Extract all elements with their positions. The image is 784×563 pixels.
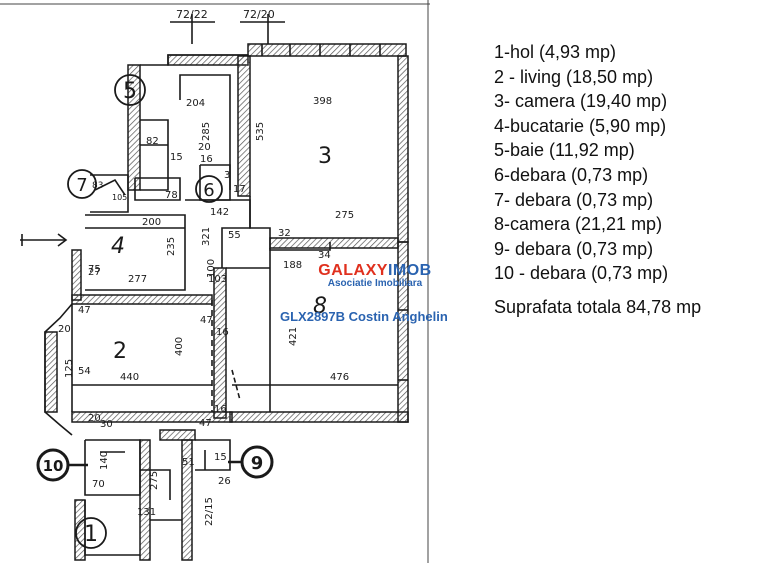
dim-30: 30 <box>100 419 113 430</box>
dim-535: 535 <box>255 122 266 141</box>
room-number-6: 6 <box>203 180 214 201</box>
dim-398: 398 <box>313 96 332 107</box>
legend-item: 9- debara (0,73 mp) <box>494 238 654 259</box>
dim-51: 51 <box>182 457 195 468</box>
dim-140: 140 <box>99 451 110 470</box>
dim-100: 100 <box>206 259 217 278</box>
dim-54: 54 <box>78 366 91 377</box>
dim-16: 16 <box>200 154 213 165</box>
total-area: Suprafata totala 84,78 mp <box>494 297 702 317</box>
room-number-10: 10 <box>43 457 64 475</box>
dim-321: 321 <box>201 227 212 246</box>
dim-131: 131 <box>137 507 156 518</box>
room-number-7: 7 <box>76 175 87 196</box>
dim-55: 55 <box>228 230 241 241</box>
legend-item: 6-debara (0,73 mp) <box>494 164 649 185</box>
room-markers <box>36 74 274 549</box>
dim-275: 275 <box>335 210 354 221</box>
dim-476: 476 <box>330 372 349 383</box>
scan-frame <box>0 0 430 563</box>
room-number-5: 5 <box>123 79 137 104</box>
room-marker-1 <box>75 517 107 549</box>
room-marker-5 <box>114 74 146 106</box>
room-number-2: 2 <box>113 339 127 364</box>
dim-26: 26 <box>218 476 231 487</box>
dim-440: 440 <box>120 372 139 383</box>
room-number-9: 9 <box>251 453 264 474</box>
dim-78: 78 <box>165 190 178 201</box>
watermark: GALAXYIMOB Asociatie Imobiliara <box>250 262 500 289</box>
watermark-logo: GALAXYIMOB <box>250 262 500 280</box>
dim-204: 204 <box>186 98 205 109</box>
dim-20c: 20 <box>88 413 101 424</box>
room-marker-7 <box>67 169 97 199</box>
dim-16b: 16 <box>216 327 229 338</box>
dim-32: 32 <box>278 228 291 239</box>
dim-277: 277 <box>128 274 147 285</box>
room-number-1: 1 <box>84 522 98 547</box>
watermark-logo-part2: IMOB <box>387 262 432 279</box>
dim-20b: 20 <box>58 324 71 335</box>
dim-20: 20 <box>198 142 211 153</box>
plan-lines <box>20 14 408 556</box>
dim-421: 421 <box>288 327 299 346</box>
watermark-reference: GLX2897B Costin Anghelin <box>280 309 448 324</box>
dim-16c: 16 <box>214 404 227 415</box>
dim-188: 188 <box>283 260 302 271</box>
dim-125: 125 <box>64 359 75 378</box>
dim-75: 75 <box>88 264 101 275</box>
dim-70: 70 <box>92 479 105 490</box>
dim-275b: 275 <box>149 471 160 490</box>
room-legend: 1-hol (4,93 mp) 2 - living (18,50 mp) 3-… <box>494 40 779 286</box>
dim-285: 285 <box>201 122 212 141</box>
watermark-logo-part1: GALAXY <box>318 262 388 279</box>
dim-200: 200 <box>142 217 161 228</box>
dim-17: 17 <box>233 184 246 195</box>
dim-47c: 47 <box>199 418 212 429</box>
legend-item: 5-baie (11,92 mp) <box>494 140 635 161</box>
room-number-4: 4 <box>111 234 125 259</box>
top-label-72-22: 72/22 <box>176 8 208 21</box>
dim-34: 34 <box>318 250 331 261</box>
dim-105: 105 <box>112 193 127 202</box>
legend-item: 10 - debara (0,73 mp) <box>494 263 669 284</box>
top-label-72-20: 72/20 <box>243 8 275 21</box>
dim-83: 83 <box>92 181 103 191</box>
dimension-labels: 204 398 285 535 82 15 20 16 17 3 83 105 … <box>58 96 354 526</box>
dim-15b: 15 <box>214 452 227 463</box>
watermark-subtitle: Asociatie Imobiliara <box>327 278 423 289</box>
dim-400: 400 <box>174 337 185 356</box>
dim-142: 142 <box>210 207 229 218</box>
legend-item: 7- debara (0,73 mp) <box>494 189 654 210</box>
legend-item: 3- camera (19,40 mp) <box>494 91 668 112</box>
dim-82: 82 <box>146 136 159 147</box>
legend-item: 4-bucatarie (5,90 mp) <box>494 115 667 136</box>
dim-22-15: 22/15 <box>204 497 215 526</box>
legend-item: 2 - living (18,50 mp) <box>494 66 654 87</box>
walls <box>44 43 409 561</box>
room-number-8: 8 <box>313 294 327 319</box>
legend-item: 8-camera (21,21 mp) <box>494 214 663 235</box>
legend-item: 1-hol (4,93 mp) <box>494 42 617 62</box>
room-number-3: 3 <box>318 144 332 169</box>
dim-235: 235 <box>166 237 177 256</box>
dim-47b: 47 <box>200 315 213 326</box>
dim-3: 3 <box>224 170 230 181</box>
dim-15: 15 <box>170 152 183 163</box>
dim-27: 27 <box>88 267 101 278</box>
dim-103: 103 <box>208 274 227 285</box>
room-marker-6 <box>195 175 223 203</box>
dim-47: 47 <box>78 305 91 316</box>
